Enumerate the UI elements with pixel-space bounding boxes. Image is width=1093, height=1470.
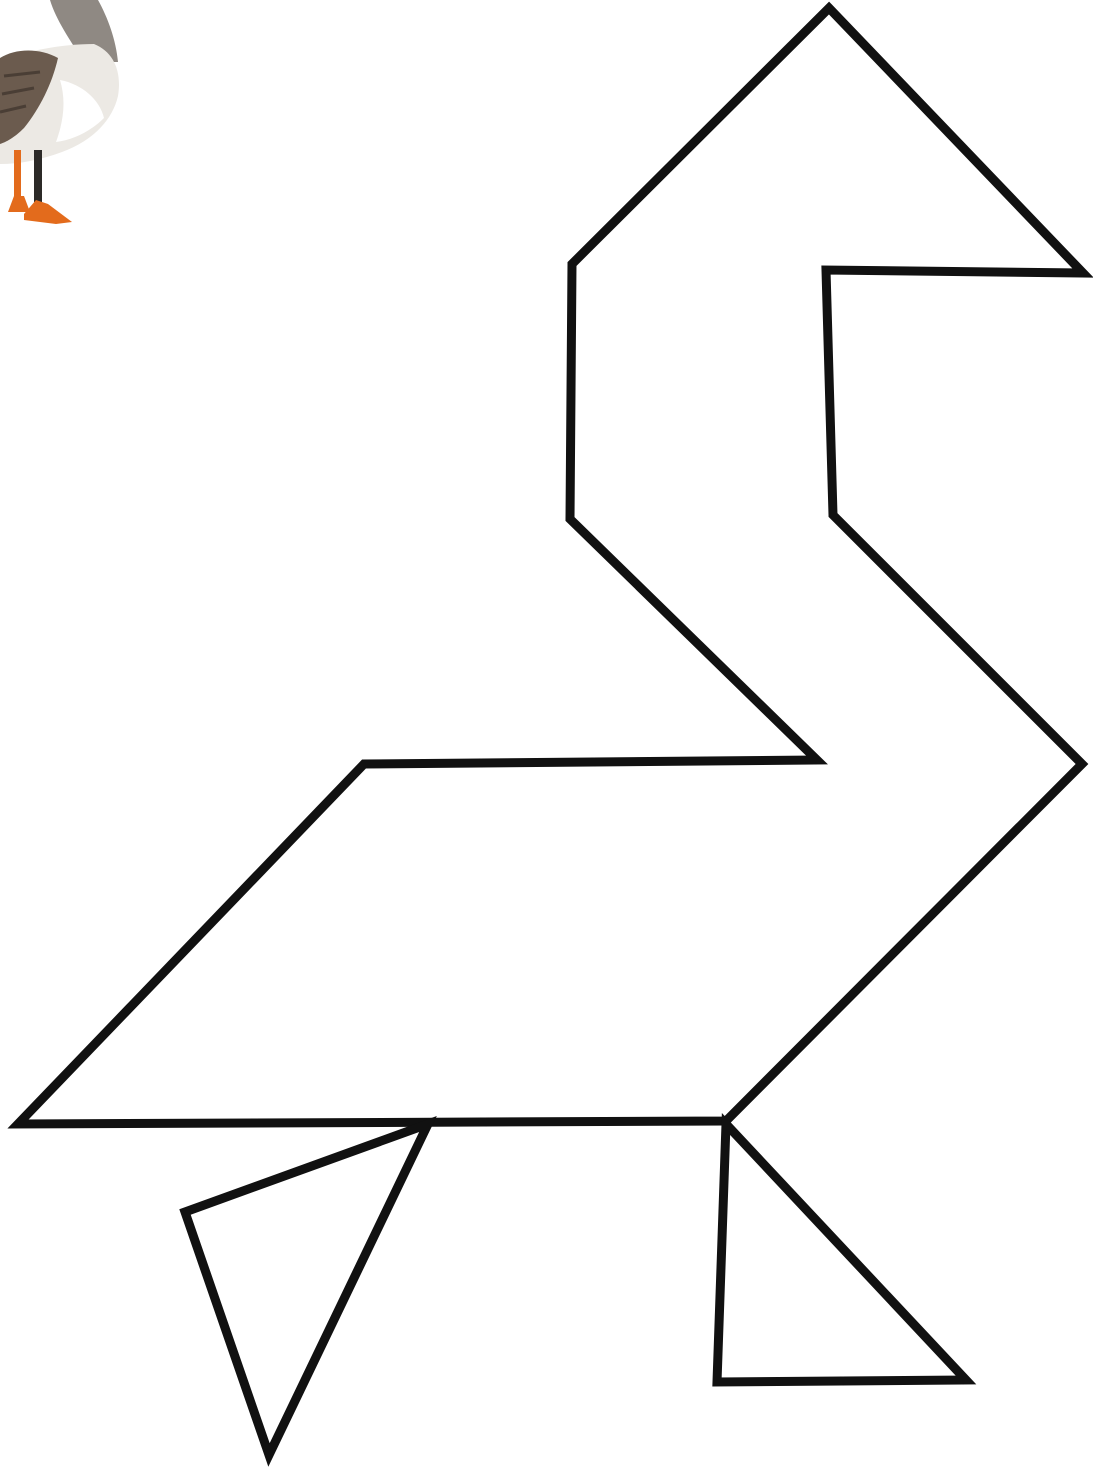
left-foot-outline — [185, 1124, 428, 1455]
tangram-outline — [18, 8, 1083, 1455]
goose-photo — [0, 0, 119, 224]
right-foot-outline — [717, 1124, 966, 1382]
goose-foot — [24, 200, 72, 224]
goose-foot — [8, 196, 30, 212]
goose-body-outline — [18, 8, 1083, 1124]
